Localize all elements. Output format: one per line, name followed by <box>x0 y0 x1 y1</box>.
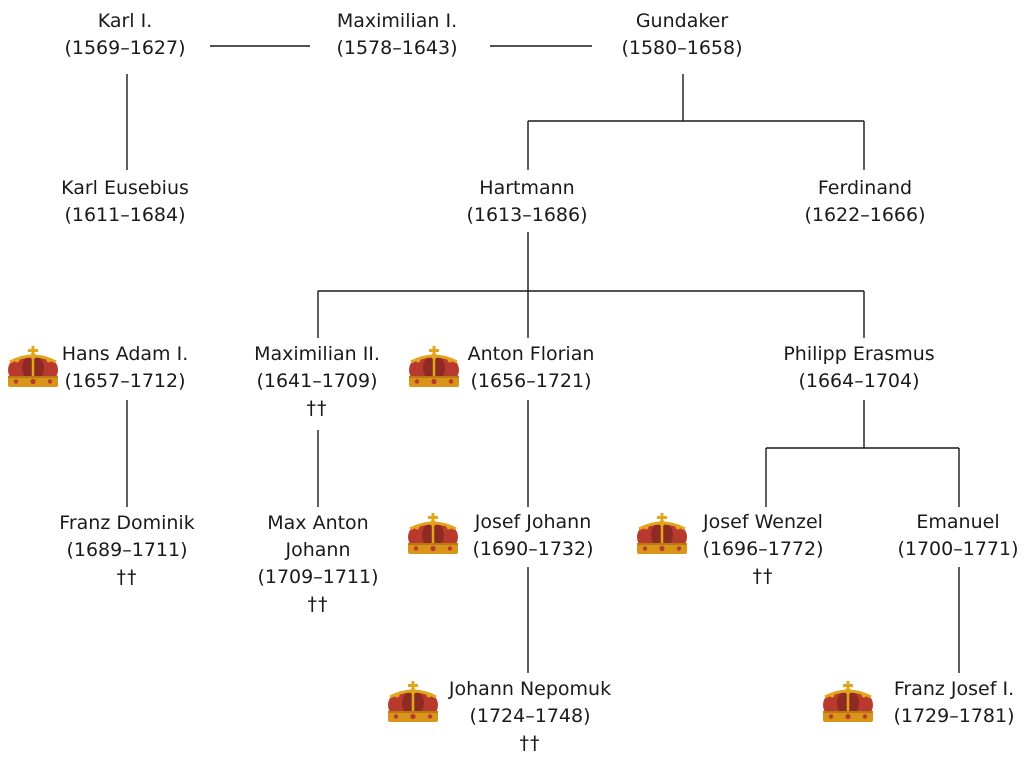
person-name: Karl Eusebius <box>61 177 189 199</box>
person-name: Ferdinand <box>817 177 913 199</box>
crown-icon <box>407 513 459 555</box>
person-years: (1613–1686) <box>466 204 588 226</box>
crown-icon <box>7 346 59 388</box>
person-years: (1729–1781) <box>893 705 1015 727</box>
crown-icon <box>387 681 439 723</box>
person-josef-johann: Josef Johann (1690–1732) <box>448 509 618 563</box>
person-years: (1622–1666) <box>804 204 926 226</box>
person-name: Josef Johann <box>474 511 592 533</box>
person-years: (1641–1709) <box>256 370 378 392</box>
person-name: Franz Josef I. <box>893 678 1015 700</box>
person-years: (1611–1684) <box>64 204 186 226</box>
person-years: (1709–1711) <box>257 566 379 588</box>
person-philipp-erasmus: Philipp Erasmus (1664–1704) <box>774 341 944 395</box>
person-name-continued: Johann <box>285 539 351 561</box>
person-karl-eusebius: Karl Eusebius (1611–1684) <box>40 175 210 229</box>
person-name: Gundaker <box>635 10 729 32</box>
crown-icon <box>636 513 688 555</box>
person-years: (1696–1772) <box>702 538 824 560</box>
death-mark: †† <box>116 566 138 588</box>
person-name: Hartmann <box>479 177 575 199</box>
death-mark: †† <box>752 565 774 587</box>
person-name: Max Anton <box>267 512 369 534</box>
person-name: Karl I. <box>97 10 153 32</box>
person-name: Emanuel <box>916 511 1000 533</box>
crown-icon <box>822 681 874 723</box>
person-hartmann: Hartmann (1613–1686) <box>442 175 612 229</box>
death-mark: †† <box>519 732 541 754</box>
person-maximilian-ii: Maximilian II. (1641–1709) †† <box>232 341 402 422</box>
person-years: (1724–1748) <box>469 705 591 727</box>
person-years: (1700–1771) <box>897 538 1019 560</box>
person-max-anton-johann: Max Anton Johann (1709–1711) †† <box>233 510 403 618</box>
person-name: Hans Adam I. <box>61 343 189 365</box>
person-anton-florian: Anton Florian (1656–1721) <box>446 341 616 395</box>
person-years: (1664–1704) <box>798 370 920 392</box>
crown-icon <box>408 346 460 388</box>
person-name: Anton Florian <box>467 343 595 365</box>
person-name: Maximilian I. <box>336 10 458 32</box>
person-years: (1580–1658) <box>621 37 743 59</box>
person-years: (1656–1721) <box>470 370 592 392</box>
death-mark: †† <box>307 593 329 615</box>
person-years: (1690–1732) <box>472 538 594 560</box>
person-johann-nepomuk: Johann Nepomuk (1724–1748) †† <box>445 676 615 757</box>
person-hans-adam-i: Hans Adam I. (1657–1712) <box>40 341 210 395</box>
person-years: (1657–1712) <box>64 370 186 392</box>
person-years: (1689–1711) <box>66 539 188 561</box>
person-maximilian-i: Maximilian I. (1578–1643) <box>312 8 482 62</box>
person-name: Franz Dominik <box>59 512 195 534</box>
person-name: Maximilian II. <box>254 343 380 365</box>
person-name: Philipp Erasmus <box>783 343 935 365</box>
person-karl-i: Karl I. (1569–1627) <box>40 8 210 62</box>
person-name: Johann Nepomuk <box>448 678 612 700</box>
person-gundaker: Gundaker (1580–1658) <box>597 8 767 62</box>
person-josef-wenzel: Josef Wenzel (1696–1772) †† <box>678 509 848 590</box>
death-mark: †† <box>306 397 328 419</box>
person-years: (1569–1627) <box>64 37 186 59</box>
person-name: Josef Wenzel <box>703 511 823 533</box>
person-years: (1578–1643) <box>336 37 458 59</box>
person-ferdinand: Ferdinand (1622–1666) <box>780 175 950 229</box>
person-emanuel: Emanuel (1700–1771) <box>873 509 1029 563</box>
person-franz-josef-i: Franz Josef I. (1729–1781) <box>869 676 1029 730</box>
person-franz-dominik: Franz Dominik (1689–1711) †† <box>42 510 212 591</box>
